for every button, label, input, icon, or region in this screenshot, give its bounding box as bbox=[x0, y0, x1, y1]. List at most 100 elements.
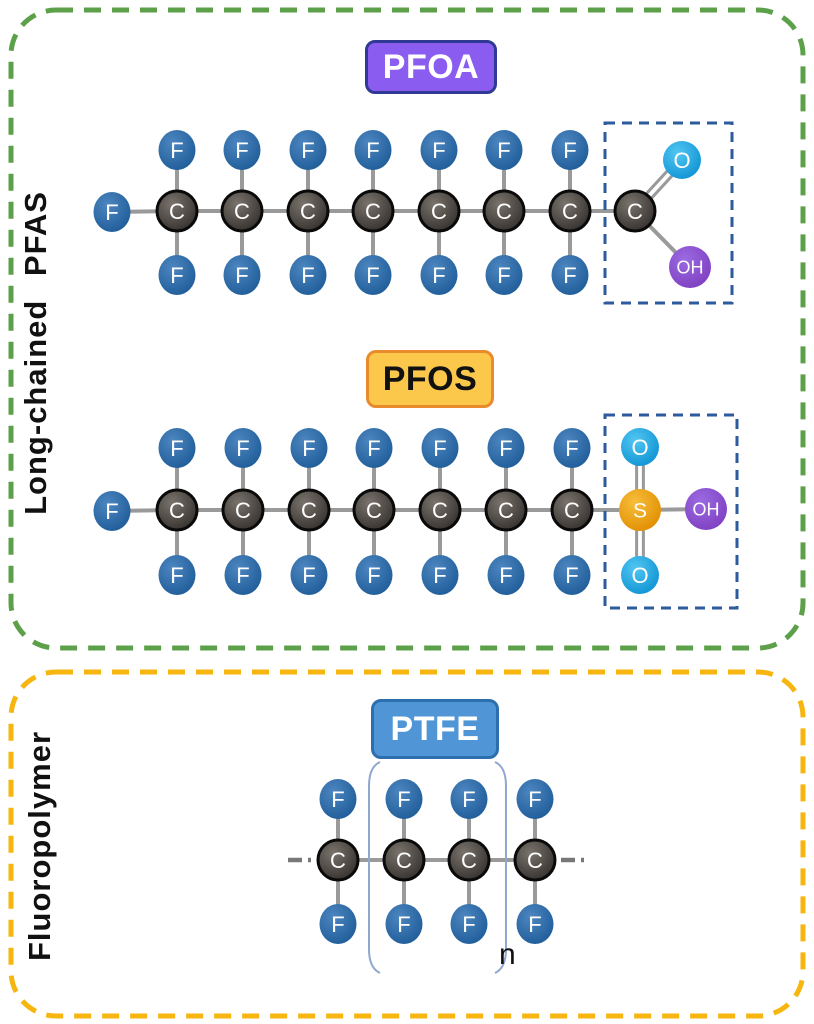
functional-group-box bbox=[603, 413, 739, 610]
fluorine-atom bbox=[223, 130, 261, 170]
fluorine-atom bbox=[487, 555, 525, 595]
carbon-atom bbox=[613, 189, 657, 233]
atom-label: F bbox=[528, 787, 541, 812]
carbon-atom bbox=[484, 488, 528, 532]
fluorine-atom bbox=[553, 555, 591, 595]
atom-label: F bbox=[236, 563, 249, 588]
atom-label: C bbox=[396, 848, 412, 873]
fluorine-atom bbox=[93, 491, 131, 531]
carbon-atom bbox=[351, 189, 395, 233]
atom-label: O bbox=[631, 563, 648, 588]
carbon-atom bbox=[155, 488, 199, 532]
atom-label: F bbox=[235, 263, 248, 288]
carbon-atom bbox=[513, 838, 557, 882]
atom-label: S bbox=[633, 500, 647, 523]
atom-label: F bbox=[565, 436, 578, 461]
atom-label: F bbox=[301, 138, 314, 163]
atom-label: O bbox=[673, 148, 690, 173]
fluorine-atom bbox=[420, 130, 458, 170]
fluorine-atom bbox=[289, 130, 327, 170]
atom-label: C bbox=[564, 498, 580, 523]
fluorine-atom bbox=[553, 428, 591, 468]
atom-label: OH bbox=[677, 257, 704, 277]
pfoa-badge: PFOA bbox=[365, 40, 497, 94]
atom-label: C bbox=[301, 498, 317, 523]
atom-label: F bbox=[397, 787, 410, 812]
fluorine-atom bbox=[421, 428, 459, 468]
atom-label: F bbox=[367, 563, 380, 588]
carbon-atom bbox=[286, 189, 330, 233]
atom-label: C bbox=[169, 199, 185, 224]
fluorine-atom bbox=[158, 130, 196, 170]
atom-label: C bbox=[169, 498, 185, 523]
fluoropolymer-section-border bbox=[8, 669, 806, 1019]
carbon-atom bbox=[548, 189, 592, 233]
atom-label: F bbox=[366, 138, 379, 163]
atom-label: C bbox=[330, 848, 346, 873]
fluorine-atom bbox=[224, 428, 262, 468]
fluoropolymer-label: Fluoropolymer bbox=[22, 730, 57, 962]
fluorine-atom bbox=[385, 779, 423, 819]
oxygen-atom bbox=[663, 141, 701, 179]
fluorine-atom bbox=[354, 130, 392, 170]
atom-label: C bbox=[627, 199, 643, 224]
atom-label: F bbox=[397, 912, 410, 937]
carbon-atom bbox=[418, 488, 462, 532]
atom-label: C bbox=[498, 498, 514, 523]
hydroxyl-group bbox=[685, 488, 727, 530]
atom-label: C bbox=[365, 199, 381, 224]
carbon-atom bbox=[352, 488, 396, 532]
atom-label: C bbox=[562, 199, 578, 224]
fluorine-atom bbox=[421, 555, 459, 595]
atom-label: C bbox=[235, 498, 251, 523]
carbon-atom bbox=[221, 488, 265, 532]
atom-label: C bbox=[527, 848, 543, 873]
fluorine-atom bbox=[420, 255, 458, 295]
long-chained-pfas-section-border bbox=[8, 7, 806, 651]
fluorine-atom bbox=[450, 779, 488, 819]
fluorine-atom bbox=[450, 904, 488, 944]
repeat-unit-n-subscript: n bbox=[499, 938, 516, 971]
atom-label: C bbox=[431, 199, 447, 224]
fluorine-atom bbox=[485, 130, 523, 170]
atom-label: F bbox=[331, 912, 344, 937]
atom-label: F bbox=[563, 263, 576, 288]
fluorine-atom bbox=[289, 255, 327, 295]
atom-label: C bbox=[300, 199, 316, 224]
atom-label: F bbox=[301, 263, 314, 288]
atom-label: F bbox=[170, 263, 183, 288]
atom-label: F bbox=[497, 138, 510, 163]
atom-label: F bbox=[433, 563, 446, 588]
atom-label: F bbox=[432, 263, 445, 288]
carbon-atom bbox=[417, 189, 461, 233]
atom-label: F bbox=[462, 912, 475, 937]
fluorine-atom bbox=[516, 904, 554, 944]
atom-label: F bbox=[236, 436, 249, 461]
carbon-atom bbox=[550, 488, 594, 532]
fluorine-atom bbox=[487, 428, 525, 468]
fluorine-atom bbox=[551, 255, 589, 295]
atom-label: C bbox=[461, 848, 477, 873]
fluorine-atom bbox=[290, 555, 328, 595]
atom-label: F bbox=[366, 263, 379, 288]
atom-label: F bbox=[528, 912, 541, 937]
atom-label: F bbox=[433, 436, 446, 461]
fluorine-atom bbox=[551, 130, 589, 170]
carbon-atom bbox=[155, 189, 199, 233]
pfos-badge: PFOS bbox=[366, 350, 494, 408]
atom-label: F bbox=[170, 138, 183, 163]
fluorine-atom bbox=[355, 555, 393, 595]
atom-label: F bbox=[170, 563, 183, 588]
atom-label: C bbox=[366, 498, 382, 523]
fluorine-atom bbox=[516, 779, 554, 819]
atom-label: F bbox=[170, 436, 183, 461]
fluorine-atom bbox=[223, 255, 261, 295]
atom-label: F bbox=[565, 563, 578, 588]
atom-label: F bbox=[302, 563, 315, 588]
carbon-atom bbox=[447, 838, 491, 882]
atom-label: F bbox=[462, 787, 475, 812]
fluorine-atom bbox=[485, 255, 523, 295]
hydroxyl-group bbox=[669, 246, 711, 288]
atom-label: O bbox=[631, 435, 648, 460]
